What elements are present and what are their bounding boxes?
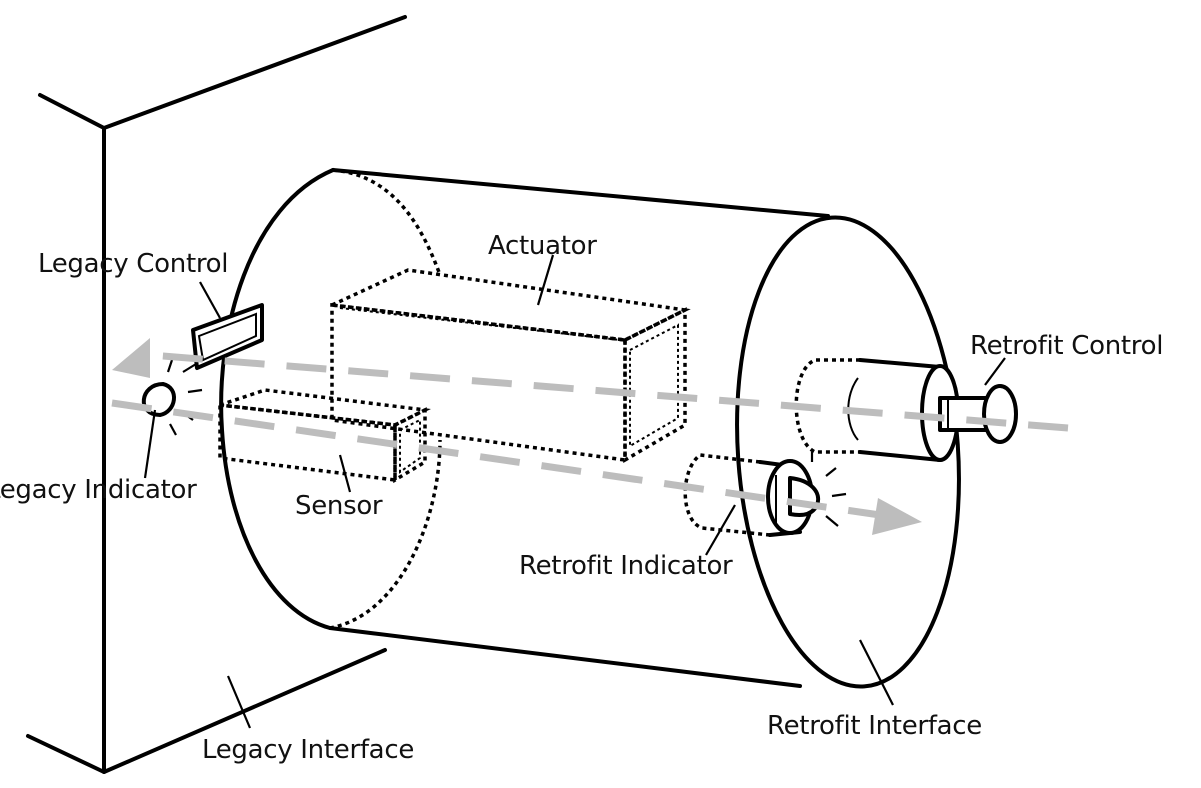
label-legacy-interface: Legacy Interface	[202, 735, 414, 765]
legacy-interface-wall	[26, 15, 407, 774]
label-retrofit-indicator: Retrofit Indicator	[519, 551, 733, 581]
flow-arrow-control	[112, 338, 1069, 432]
label-retrofit-interface: Retrofit Interface	[767, 711, 982, 741]
leader-lines	[143, 254, 1006, 729]
label-sensor: Sensor	[295, 491, 383, 521]
retrofit-control-cylinder	[794, 358, 1018, 462]
label-retrofit-control: Retrofit Control	[970, 331, 1163, 361]
flow-arrow-indicator	[111, 399, 922, 535]
retrofit-indicator-cylinder	[683, 452, 847, 537]
label-legacy-control: Legacy Control	[38, 249, 228, 279]
label-actuator: Actuator	[488, 231, 597, 261]
label-legacy-indicator: Legacy Indicator	[0, 475, 197, 505]
actuator-box	[325, 268, 691, 464]
sensor-box	[218, 388, 431, 484]
retrofit-cylinder	[219, 168, 961, 689]
